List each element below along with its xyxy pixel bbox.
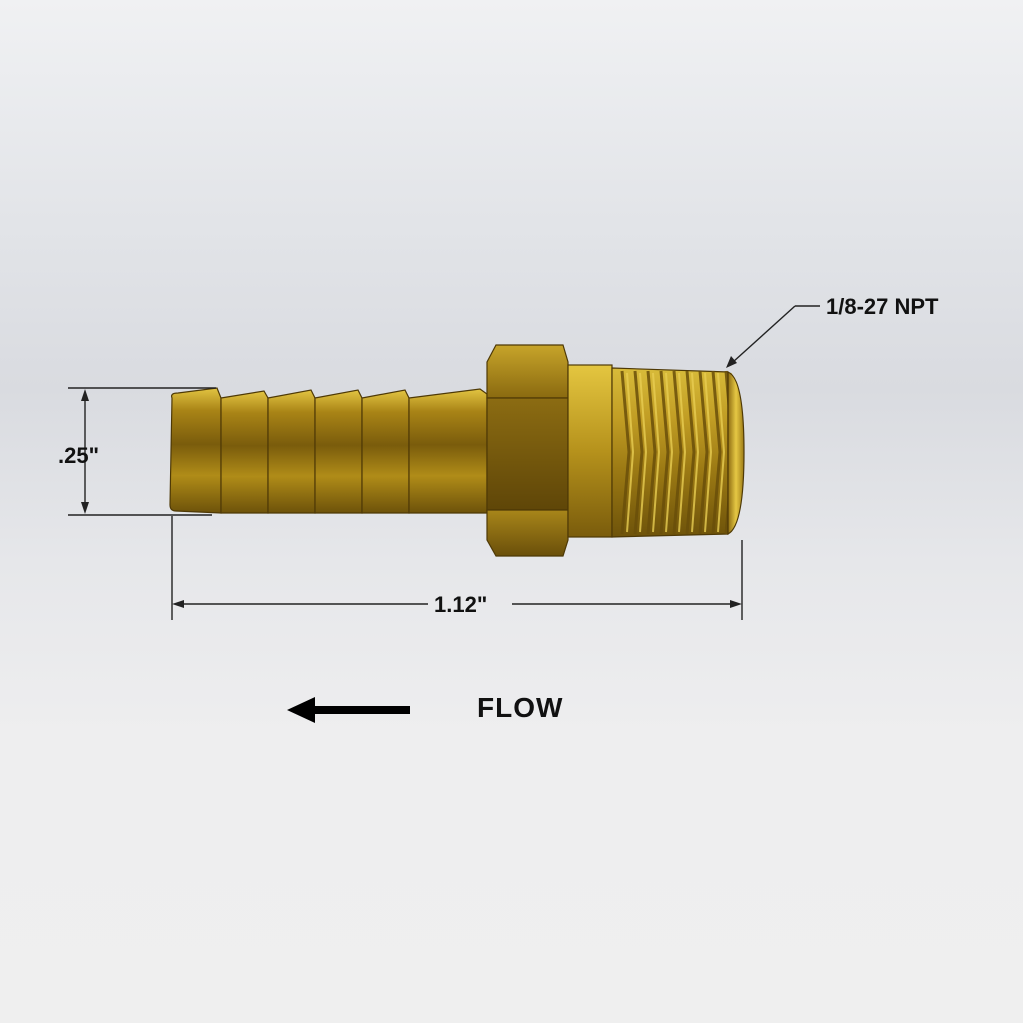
thread-ridge: [646, 370, 657, 535]
threaded-end: [611, 367, 745, 538]
arrowhead: [726, 356, 737, 368]
thread-ridge: [659, 370, 670, 535]
diameter-label: .25": [58, 443, 100, 468]
thread-callout-leader: [726, 305, 820, 368]
hex-lower-face: [486, 509, 569, 557]
flow-arrow: [287, 697, 410, 723]
thread-tip: [727, 371, 745, 535]
barb-segment: [220, 390, 269, 514]
hex-body: [486, 344, 569, 557]
thread-ridge-highlight: [639, 372, 648, 533]
arrowhead: [81, 389, 89, 401]
arrowhead: [172, 600, 184, 608]
length-label: 1.12": [434, 592, 488, 617]
thread-ridge: [672, 370, 683, 535]
thread-callout-label: 1/8-27 NPT: [826, 294, 939, 319]
arrowhead: [287, 697, 315, 723]
barb-segment: [408, 388, 488, 514]
thread-ridge: [711, 370, 722, 535]
thread-ridge-highlight: [717, 372, 726, 533]
thread-ridge: [685, 370, 696, 535]
barb-segment: [267, 389, 316, 514]
thread-ridge-highlight: [704, 372, 713, 533]
thread-ridge: [620, 370, 631, 535]
thread-ridge: [698, 370, 709, 535]
thread-ridge-highlight: [626, 372, 635, 533]
thread-ridge-highlight: [652, 372, 661, 533]
barb-segment: [361, 389, 410, 514]
arrowhead: [730, 600, 742, 608]
hex-upper-face: [486, 344, 569, 399]
diameter-dimension: [68, 387, 216, 516]
hex-center-face: [486, 397, 569, 511]
collar: [567, 364, 613, 538]
barb-segment: [314, 389, 363, 514]
thread-ridge-highlight: [665, 372, 674, 533]
length-dimension: [171, 516, 743, 620]
hose-barb: [169, 387, 488, 514]
thread-ridge-highlight: [691, 372, 700, 533]
arrowhead: [81, 502, 89, 514]
thread-ridge: [633, 370, 644, 535]
thread-ridge-highlight: [678, 372, 687, 533]
barb-segment: [169, 387, 222, 514]
flow-label: FLOW: [477, 692, 564, 723]
